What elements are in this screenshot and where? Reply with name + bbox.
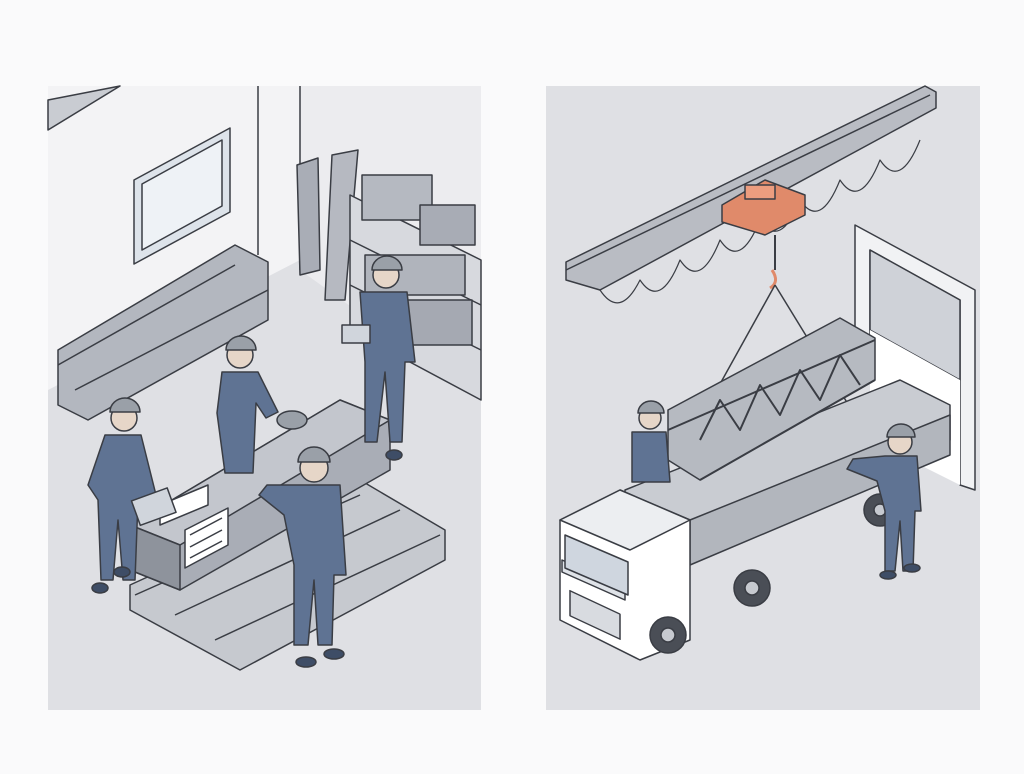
worker-truck-right [846, 423, 922, 580]
right-panel-loading [546, 85, 980, 710]
left-panel-warehouse [47, 85, 482, 710]
worker-center [216, 335, 308, 474]
worker-truck-left [631, 400, 671, 483]
worker-right [341, 255, 416, 461]
truck [559, 379, 951, 661]
beam-rack [57, 244, 269, 421]
worker-left [87, 397, 177, 594]
worker-front [258, 446, 347, 668]
